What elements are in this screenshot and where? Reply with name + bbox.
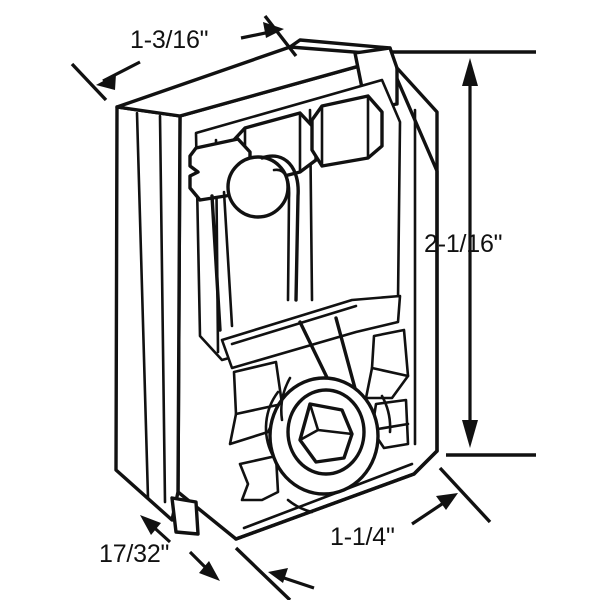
hub-inner-circle	[286, 388, 366, 476]
cutout-left-lower	[238, 454, 280, 502]
mid-ledge-edge	[230, 304, 358, 346]
hub-shadow-arc-1	[264, 390, 280, 456]
diagonal-rib-right	[334, 316, 358, 394]
body-right-outer-edge	[395, 66, 439, 453]
cutout-left-upper-facet	[234, 402, 284, 416]
dimension-thickness-bottom-left: 17/32"	[99, 515, 220, 581]
bottom-edge-inner	[242, 462, 414, 530]
arrow-head-bottom-right-upper	[436, 493, 458, 510]
dim-label-height-right: 2-1/16"	[424, 230, 502, 258]
arrow-head-bottom-right-lower	[268, 568, 288, 583]
dimension-width-top: 1-3/16"	[70, 14, 298, 102]
arrow-head-height-bottom	[462, 420, 478, 448]
arrow-head-top-right	[263, 22, 284, 38]
hub-shadow-arc-3	[380, 394, 392, 434]
arrow-head-thickness-upper	[140, 515, 161, 535]
dim-label-width-top: 1-3/16"	[130, 26, 208, 54]
ext-tick-top-right	[263, 14, 298, 58]
dimension-height-right: 2-1/16"	[392, 50, 536, 457]
bottom-edge-chamfer	[234, 449, 439, 541]
side-wall-seam-1	[135, 111, 150, 500]
ext-tick-bottom-right	[438, 466, 492, 524]
hex-socket-inner-facet	[298, 402, 354, 442]
cam-arm	[260, 154, 300, 302]
dim-label-width-bottom: 1-1/4"	[330, 523, 395, 551]
side-wall-seam-2	[158, 114, 167, 504]
upper-pivot-boss	[226, 155, 290, 219]
cam-arm-inner	[272, 168, 291, 302]
arrow-head-top-left	[96, 74, 116, 90]
clip-hook-stem	[210, 194, 222, 332]
clip-hook-stem-inner	[222, 190, 234, 328]
dimension-width-bottom-right: 1-1/4"	[234, 466, 492, 600]
ext-tick-top-left	[70, 62, 108, 102]
hub-shadow-arc-2	[280, 376, 292, 422]
ext-tick-bottom-left	[234, 546, 292, 600]
bracket-part-geometry	[114, 38, 439, 541]
dim-label-thickness: 17/32"	[99, 540, 169, 568]
arrow-head-thickness-lower	[199, 561, 220, 581]
bottom-foot-tab	[170, 496, 200, 536]
right-clip-bevel	[320, 94, 370, 168]
mid-ledge-step	[220, 294, 402, 370]
cutout-right-upper-facet	[370, 366, 410, 378]
arrow-head-height-top	[462, 58, 478, 86]
